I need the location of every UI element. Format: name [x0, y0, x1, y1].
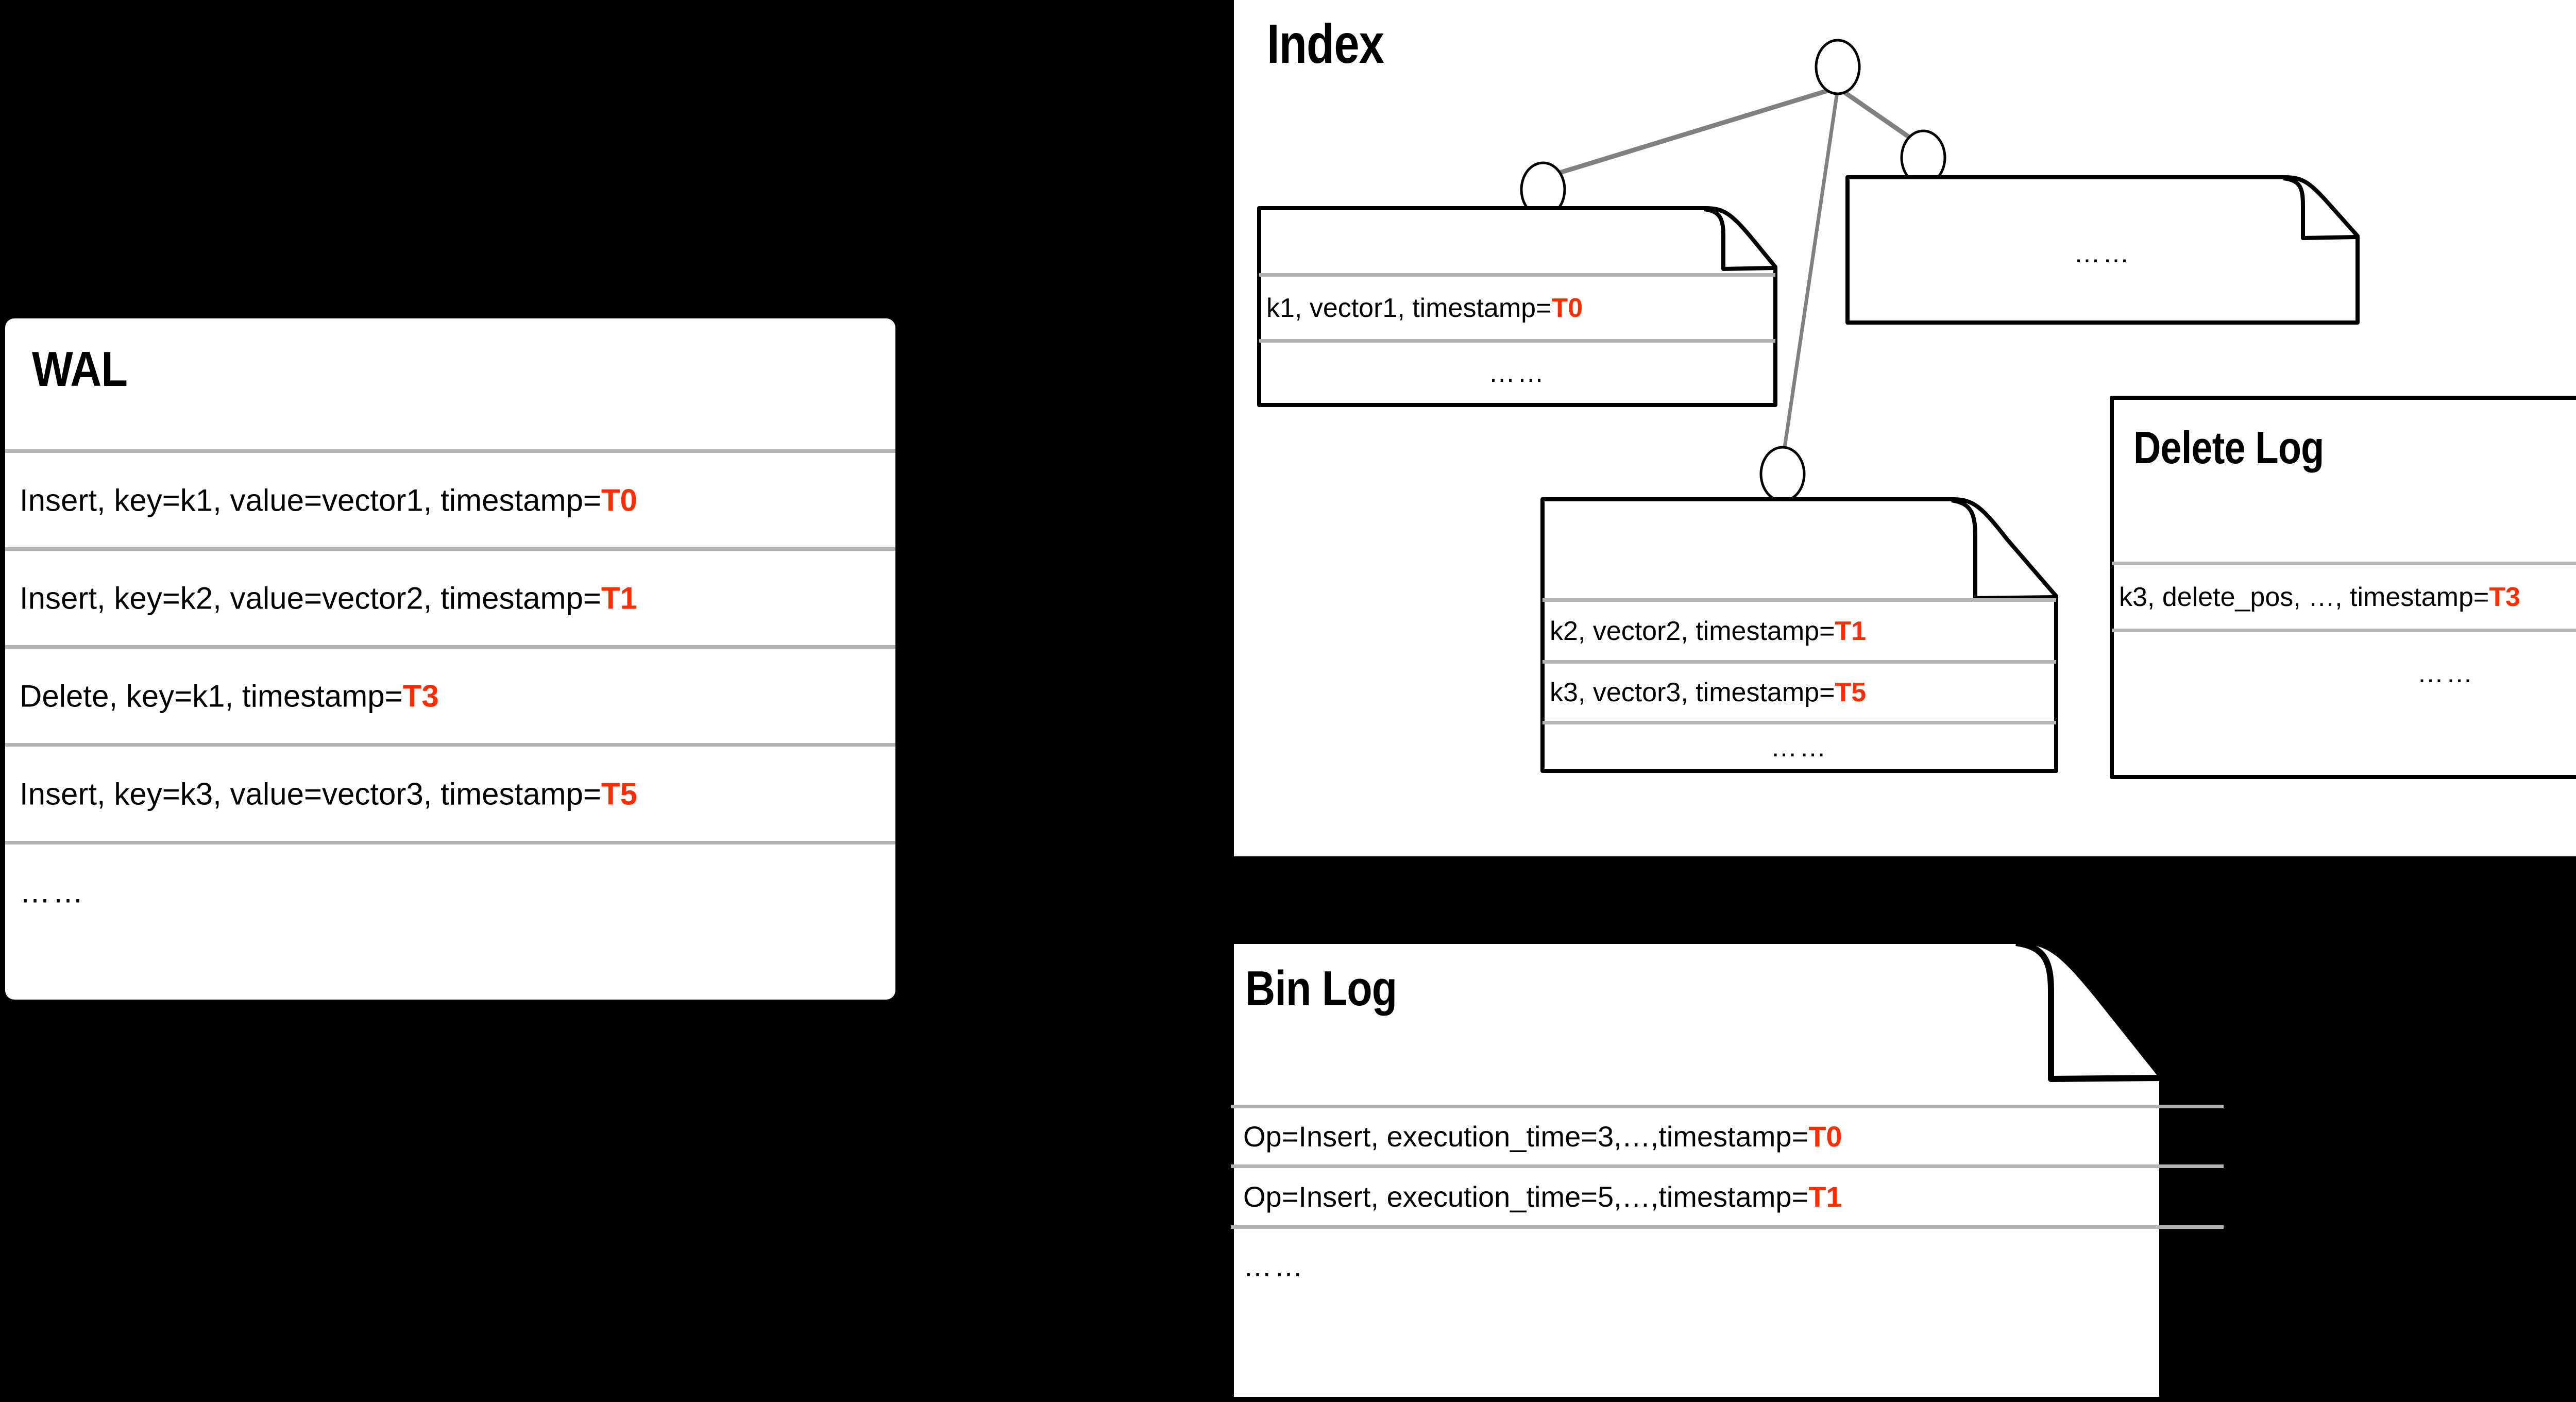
wal-row: Delete, key=k1, timestamp=T3: [5, 645, 895, 743]
index-card-placeholder: ……: [1845, 175, 2360, 325]
card-row-text: ……: [1488, 358, 1546, 388]
index-card-k1: k1, vector1, timestamp=T0 ……: [1257, 206, 1777, 407]
wal-row-text: Insert, key=k2, value=vector2, timestamp…: [20, 581, 637, 615]
card-outline: [1540, 497, 2058, 773]
timestamp-value: T3: [402, 679, 439, 713]
card-row-text: Op=Insert, execution_time=5,…,timestamp=…: [1243, 1180, 1842, 1213]
card-row-ellipsis: ……: [1543, 721, 2056, 771]
card-row-list: k3, delete_pos, …, timestamp=T3 ……: [2112, 562, 2576, 776]
card-outline: [1228, 938, 2165, 1402]
card-row-ellipsis: ……: [1231, 1225, 2224, 1380]
wal-row-text: Insert, key=k1, value=vector1, timestamp…: [20, 483, 637, 517]
tree-edge-left: [1542, 85, 1839, 180]
card-row-text: k3, delete_pos, …, timestamp=T3: [2119, 582, 2520, 612]
wal-panel: WAL Insert, key=k1, value=vector1, times…: [5, 318, 895, 1000]
timestamp-value: T1: [1835, 616, 1867, 646]
card-row: Op=Insert, execution_time=5,…,timestamp=…: [1231, 1164, 2224, 1225]
tree-edge-down: [1781, 88, 1840, 462]
wal-row-text: ……: [20, 874, 86, 909]
card-row-ellipsis: ……: [1259, 339, 1775, 403]
card-row-text: k1, vector1, timestamp=T0: [1266, 293, 1583, 323]
timestamp-value: T1: [1808, 1180, 1842, 1213]
tree-node-bottom: [1759, 446, 1806, 502]
bin-log-title: Bin Log: [1245, 961, 1397, 1016]
wal-title: WAL: [32, 342, 128, 397]
card-row: k3, delete_pos, …, timestamp=T3: [2112, 562, 2576, 629]
timestamp-value: T5: [1835, 677, 1867, 707]
card-ellipsis: ……: [2074, 239, 2131, 268]
index-panel: Index k1, vector1, times: [1234, 0, 2576, 856]
card-row-text: k2, vector2, timestamp=T1: [1550, 616, 1867, 646]
wal-row-text: Insert, key=k3, value=vector3, timestamp…: [20, 776, 637, 811]
timestamp-value: T5: [601, 776, 637, 811]
card-row-text: ……: [2417, 658, 2475, 688]
timestamp-value: T0: [601, 483, 637, 517]
card-row-text: k3, vector3, timestamp=T5: [1550, 677, 1867, 707]
wal-row: Insert, key=k1, value=vector1, timestamp…: [5, 449, 895, 547]
tree-edge-right: [1836, 86, 1925, 149]
card-outline: [2110, 396, 2576, 779]
card-row: k1, vector1, timestamp=T0: [1259, 273, 1775, 339]
delete-log-title: Delete Log: [2133, 422, 2324, 473]
wal-row: Insert, key=k3, value=vector3, timestamp…: [5, 743, 895, 841]
wal-row-ellipsis: ……: [5, 841, 895, 939]
card-row: Op=Insert, execution_time=3,…,timestamp=…: [1231, 1105, 2224, 1164]
card-outline: [1257, 206, 1777, 407]
index-card-k2k3: k2, vector2, timestamp=T1 k3, vector3, t…: [1540, 497, 2058, 773]
index-title: Index: [1267, 12, 1384, 75]
card-row-text: ……: [1770, 733, 1828, 763]
timestamp-value: T0: [1808, 1120, 1842, 1153]
timestamp-value: T3: [2489, 582, 2520, 612]
card-row-text: Op=Insert, execution_time=3,…,timestamp=…: [1243, 1120, 1842, 1153]
card-row-list: k2, vector2, timestamp=T1 k3, vector3, t…: [1543, 598, 2056, 771]
card-row-text: ……: [1243, 1250, 1305, 1282]
timestamp-value: T1: [601, 581, 637, 615]
timestamp-value: T0: [1551, 293, 1583, 323]
card-row-list: Op=Insert, execution_time=3,…,timestamp=…: [1231, 1105, 2224, 1380]
card-row-ellipsis: ……: [2112, 629, 2576, 776]
card-row: k3, vector3, timestamp=T5: [1543, 660, 2056, 721]
wal-row: Insert, key=k2, value=vector2, timestamp…: [5, 547, 895, 645]
card-row: k2, vector2, timestamp=T1: [1543, 598, 2056, 660]
wal-row-text: Delete, key=k1, timestamp=T3: [20, 679, 439, 713]
card-outline: [1845, 175, 2360, 325]
delete-log-card: Delete Log k3, delete_pos, …, timestamp=…: [2110, 396, 2576, 779]
card-row-list: k1, vector1, timestamp=T0 ……: [1259, 273, 1775, 403]
bin-log-card: Bin Log Op=Insert, execution_time=3,…,ti…: [1228, 938, 2226, 1402]
tree-node-root: [1815, 39, 1861, 95]
wal-row-list: Insert, key=k1, value=vector1, timestamp…: [5, 449, 895, 939]
